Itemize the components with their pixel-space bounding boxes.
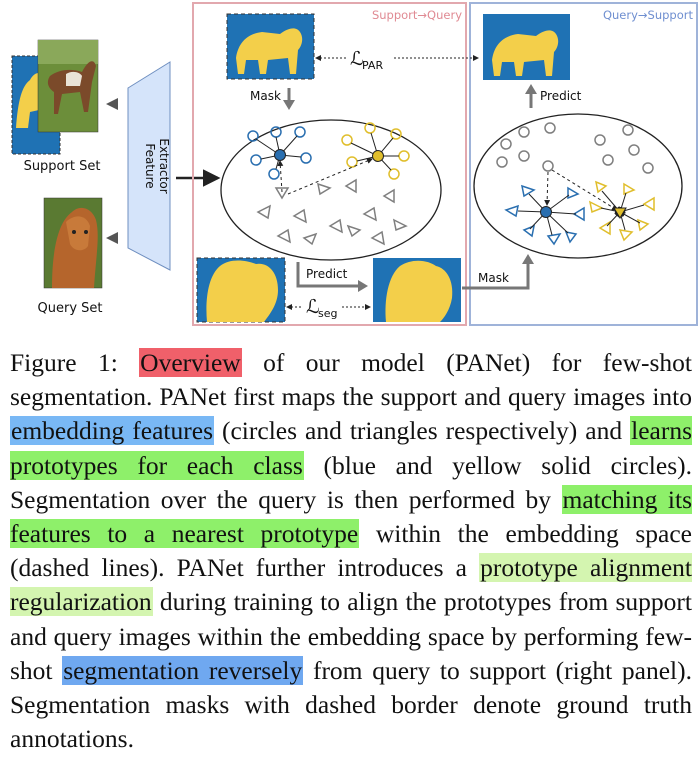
mask-arrow-bottom — [522, 254, 534, 264]
support-set-label: Support Set — [24, 159, 101, 174]
support-to-yellow-prototype-link — [551, 169, 618, 211]
predict-label-right: Predict — [540, 89, 582, 103]
query-predicted-mask — [373, 258, 461, 322]
query-support-panel — [469, 2, 698, 326]
yellow-query-features — [588, 180, 655, 242]
predict-arrow-right — [525, 84, 537, 94]
mask-label-top: Mask — [250, 89, 281, 103]
feature-extractor — [127, 61, 171, 271]
caption-text-2: (circles and triangles respectively) and — [214, 416, 631, 446]
predict-arrow-bottom — [358, 280, 368, 292]
highlight-seg-reversely: segmentation reversely — [62, 655, 304, 685]
loss-par-symbol: ℒ — [350, 48, 364, 70]
feature-extractor-label-1: Feature — [143, 143, 157, 188]
query-input-arrow — [106, 232, 118, 244]
query-set-label: Query Set — [38, 301, 103, 316]
blue-support-features — [247, 126, 312, 180]
yellow-support-features — [341, 122, 410, 180]
predict-label-bottom: Predict — [306, 267, 348, 281]
caption-text-4: within the embedding space (dashed lines… — [10, 519, 692, 583]
panet-overview-figure: Support Set Query Set Feature Extractor … — [11, 2, 698, 326]
blue-query-features — [504, 184, 585, 246]
caption-text-1: of our model (PANet) for few-shot segmen… — [10, 348, 692, 412]
caption-text-5: during training to align the prototypes … — [10, 587, 692, 685]
query-set-image — [43, 197, 103, 289]
figure-caption: Figure 1: Overview of our model (PANet) … — [10, 346, 693, 756]
yellow-prototype-right — [613, 207, 627, 219]
query-features-left — [256, 178, 408, 246]
query-to-blue-prototype-link — [277, 160, 284, 193]
highlight-embedding-features: embedding features — [10, 416, 214, 446]
feature-extractor-label-2: Extractor — [157, 138, 171, 193]
support-to-blue-prototype-link — [544, 171, 551, 206]
caption-text-3: (blue and yellow solid circles). Segment… — [10, 450, 692, 514]
query-support-title: Query→Support — [603, 8, 694, 22]
blue-prototype-right — [540, 206, 552, 218]
loss-seg-symbol: ℒ — [306, 296, 320, 318]
caption-text-6: from query to support (right panel). Seg… — [10, 655, 693, 754]
loss-par-sub: PAR — [362, 59, 383, 72]
loss-seg-sub: seg — [318, 307, 337, 320]
blue-prototype-left — [274, 149, 286, 161]
support-features-right — [496, 122, 654, 174]
support-query-panel — [192, 2, 467, 326]
support-query-embedding-space — [220, 119, 442, 261]
yellow-prototype-left — [372, 150, 384, 162]
query-support-embedding-space — [473, 113, 683, 259]
caption-lead: Figure 1: — [10, 348, 140, 377]
mask-label-bottom: Mask — [478, 271, 509, 285]
support-set-images — [11, 39, 99, 155]
support-input-arrow — [106, 98, 118, 110]
support-gt-mask — [226, 13, 315, 80]
query-gt-mask — [196, 257, 286, 323]
support-query-title: Support→Query — [372, 8, 462, 22]
support-predicted-mask — [483, 14, 570, 80]
highlight-overview: Overview — [139, 348, 242, 377]
mask-arrow-top — [283, 100, 295, 110]
